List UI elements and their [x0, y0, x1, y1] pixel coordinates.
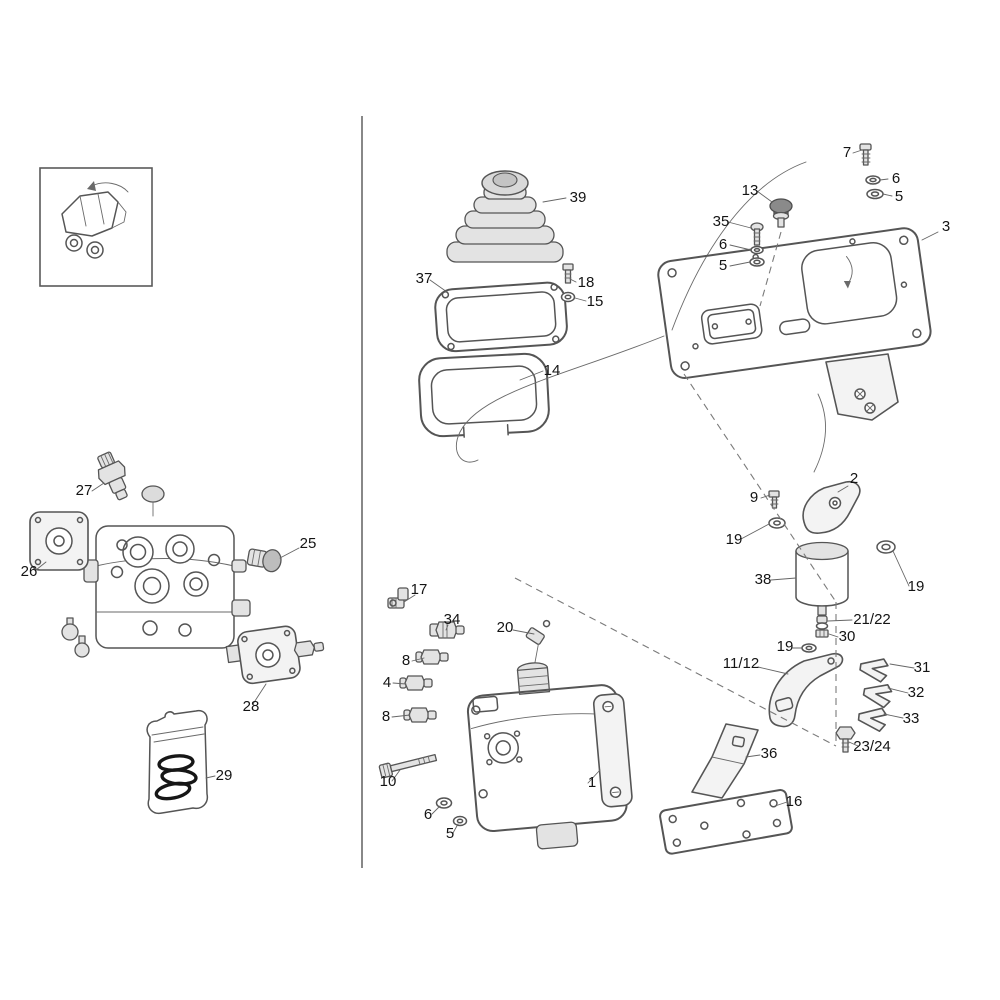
plate-under-bracket [825, 353, 899, 421]
callout-19-lower: 19 [777, 638, 794, 655]
washer-6-top [865, 175, 881, 185]
bolt-10 [378, 753, 438, 779]
fitting-27 [97, 451, 128, 501]
callout-35: 35 [713, 213, 730, 230]
callout-8-upper: 8 [402, 652, 410, 669]
callout-17: 17 [411, 581, 428, 598]
washer-5-bottom [452, 815, 468, 827]
retainer-frame-14 [418, 352, 550, 440]
callout-9: 9 [750, 489, 758, 506]
callout-33: 33 [903, 710, 920, 727]
screw-7 [859, 143, 872, 166]
callout-5-top: 5 [895, 188, 903, 205]
screw-23-24 [835, 726, 856, 753]
damper-38 [795, 541, 849, 616]
callout-38: 38 [755, 571, 772, 588]
callout-27: 27 [76, 482, 93, 499]
callout-14: 14 [544, 362, 561, 379]
washer-19-left [768, 517, 786, 529]
mounting-plate-3 [657, 227, 932, 379]
gasket-37 [434, 281, 568, 353]
callout-28: 28 [243, 698, 260, 715]
seal-kit-bag-29 [146, 709, 209, 815]
callout-15: 15 [587, 293, 604, 310]
leader-lines [35, 149, 939, 834]
callout-3: 3 [942, 218, 950, 235]
base-plate-16 [659, 788, 793, 855]
callout-18: 18 [578, 274, 595, 291]
clip-32 [862, 684, 893, 709]
callout-37: 37 [416, 270, 433, 287]
washer-19-lower [801, 643, 817, 653]
knob-stems [61, 617, 90, 658]
plug-25 [246, 548, 282, 573]
machine-location-inset [39, 167, 153, 287]
callout-21-22: 21/22 [853, 611, 891, 628]
fitting-8-upper [415, 649, 449, 665]
callout-2: 2 [850, 470, 858, 487]
callout-6-mid: 6 [719, 236, 727, 253]
callout-20: 20 [497, 619, 514, 636]
washer-15 [560, 291, 576, 303]
callout-23-24: 23/24 [853, 738, 891, 755]
lever-bracket-11-12 [768, 652, 844, 728]
o-rings [154, 754, 198, 801]
clip-31 [859, 658, 889, 683]
screw-18 [562, 263, 574, 284]
washer-5-mid [749, 257, 765, 267]
cable-routing-curves [455, 161, 826, 473]
valve-assembly-left [29, 451, 325, 685]
callout-11-12: 11/12 [723, 655, 759, 672]
support-bracket-36 [691, 723, 759, 799]
knob-13 [769, 198, 793, 228]
fitting-4 [399, 675, 433, 691]
callout-39: 39 [570, 189, 587, 206]
callout-labels: 39 37 18 15 14 7 6 5 13 35 6 5 3 2 9 19 … [21, 144, 951, 842]
washer-5-top [866, 188, 884, 200]
washer-6-bottom [435, 797, 453, 809]
dashed-reference-lines [514, 231, 837, 747]
rubber-boot-39 [446, 170, 564, 263]
screw-35 [750, 222, 764, 246]
bracket-2 [802, 480, 861, 534]
callout-29: 29 [216, 767, 233, 784]
callout-19-left: 19 [726, 531, 743, 548]
fitting-34 [429, 621, 465, 639]
callout-16: 16 [786, 793, 803, 810]
screw-9 [768, 490, 780, 509]
callout-30: 30 [839, 628, 856, 645]
callout-13: 13 [742, 182, 759, 199]
callout-5-mid: 5 [719, 257, 727, 274]
callout-25: 25 [300, 535, 317, 552]
nut-30 [815, 629, 829, 638]
valve-top-fitting-20-target [525, 619, 551, 664]
clip-33 [857, 707, 888, 732]
cylinder-28 [225, 625, 325, 685]
callout-7: 7 [843, 144, 851, 161]
callout-19-right: 19 [908, 578, 925, 595]
callout-10: 10 [380, 773, 397, 790]
callout-26: 26 [21, 563, 38, 580]
callout-36: 36 [761, 745, 778, 762]
rotation-arrow-icon [87, 181, 96, 191]
callout-34: 34 [444, 611, 461, 628]
callout-4: 4 [383, 674, 391, 691]
callout-8-lower: 8 [382, 708, 390, 725]
callout-5-bottom: 5 [446, 825, 454, 842]
screw-21-22 [815, 615, 829, 630]
callout-31: 31 [914, 659, 931, 676]
relief-cap [141, 485, 165, 503]
callout-6-bottom: 6 [424, 806, 432, 823]
washer-19-right [876, 540, 896, 554]
valve-block-body [83, 525, 251, 649]
callout-32: 32 [908, 684, 925, 701]
plate-arrow-icon [843, 281, 851, 289]
motor-26 [29, 511, 89, 571]
control-valve-1 [466, 619, 633, 850]
elbow-fitting-17 [387, 587, 409, 609]
callout-1: 1 [588, 774, 596, 791]
callout-6-top: 6 [892, 170, 900, 187]
washer-6-mid [750, 245, 764, 255]
